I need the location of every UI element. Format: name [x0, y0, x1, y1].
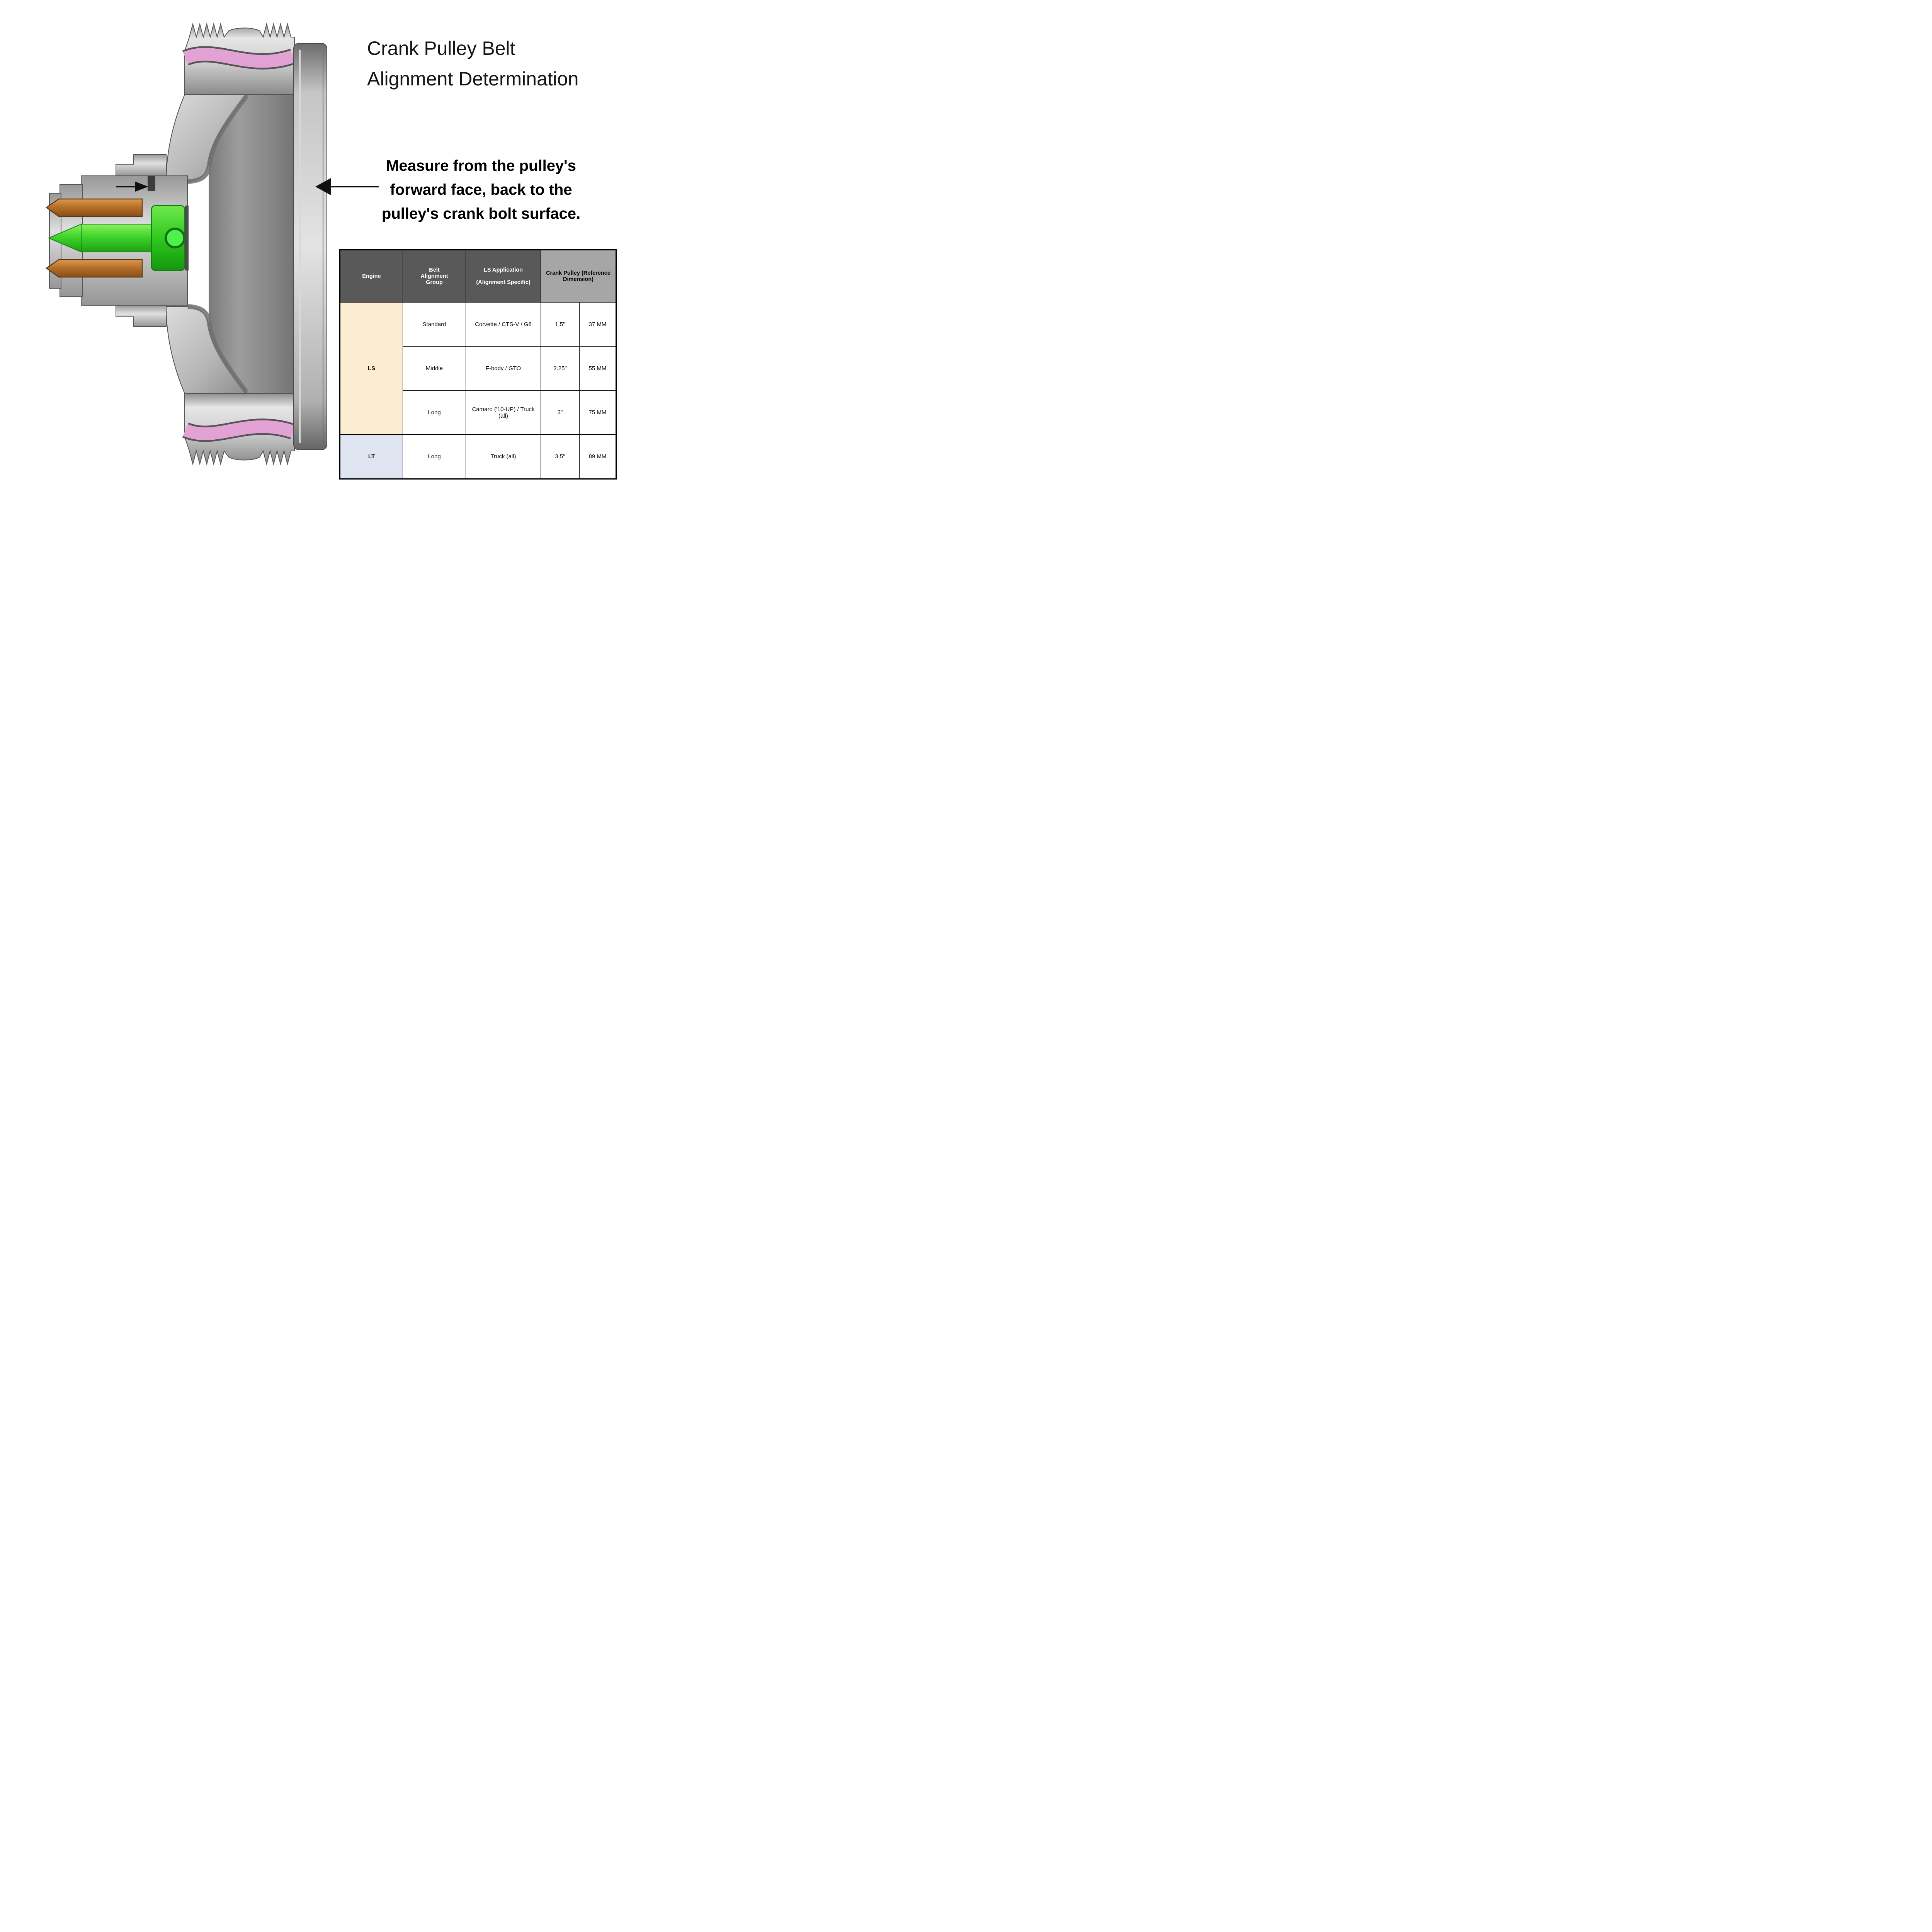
group-cell: Long [403, 390, 466, 435]
table-row: Middle F-body / GTO 2.25" 55 MM [340, 346, 616, 391]
crank-bolt-shaft [81, 224, 155, 252]
annotation-line-2: forward face, back to the [390, 181, 572, 198]
pulley-inner-cavity [209, 95, 294, 393]
header-crank-pulley-dimension: Crank Pulley (Reference Dimension) [541, 250, 616, 303]
inches-cell: 2.25" [541, 346, 580, 391]
table-row: LS Standard Corvette / CTS-V / G8 1.5" 3… [340, 302, 616, 435]
table-row: LT Long Truck (all) 3.5" 89 MM [340, 434, 616, 479]
inches-cell: 3.5" [541, 434, 580, 479]
mm-cell: 55 MM [579, 346, 616, 391]
pulley-forward-face [293, 43, 327, 450]
hub-upper-step [116, 154, 167, 176]
group-cell: Middle [403, 346, 466, 391]
upper-web-shadow [187, 94, 248, 184]
page-title-line-2: Alignment Determination [367, 68, 579, 90]
woodruff-key-bottom [45, 259, 143, 278]
woodruff-key-top [45, 198, 143, 217]
hub-lower-step [116, 305, 167, 327]
measurement-arrow-icon [315, 178, 331, 195]
crank-bolt-head [165, 228, 185, 248]
annotation-line-1: Measure from the pulley's [386, 157, 576, 174]
lower-web-shadow [187, 304, 248, 394]
engine-cell-lt: LT [340, 434, 403, 479]
measurement-annotation: Measure from the pulley's forward face, … [348, 154, 614, 226]
hub-face-gap [185, 206, 189, 270]
inches-cell: 3" [541, 390, 580, 435]
mm-cell: 89 MM [579, 434, 616, 479]
group-cell: Standard [403, 302, 466, 347]
table-row: Long Camaro ('10-UP) / Truck (all) 3" 75… [340, 390, 616, 435]
mm-cell: 37 MM [579, 302, 616, 347]
pulley-cross-section-diagram [45, 22, 379, 466]
group-cell: Long [403, 434, 466, 479]
alignment-spec-table: Engine Belt Alignment Group LS Applicati… [339, 249, 617, 480]
header-belt-alignment-group: Belt Alignment Group [403, 250, 466, 303]
application-cell: F-body / GTO [466, 346, 541, 391]
engine-cell-ls: LS [340, 302, 403, 435]
application-cell: Camaro ('10-UP) / Truck (all) [466, 390, 541, 435]
bolt-surface-arrow-icon [135, 182, 148, 192]
bottom-damper-ring [183, 420, 295, 440]
crank-bolt-surface-notch [148, 176, 155, 191]
page-title: Crank Pulley Belt Alignment Determinatio… [367, 33, 579, 94]
table-header-row: Engine Belt Alignment Group LS Applicati… [340, 250, 616, 303]
mm-cell: 75 MM [579, 390, 616, 435]
application-cell: Truck (all) [466, 434, 541, 479]
top-damper-ring [183, 48, 295, 68]
annotation-line-3: pulley's crank bolt surface. [381, 205, 581, 222]
page-title-line-1: Crank Pulley Belt [367, 37, 515, 59]
header-engine: Engine [340, 250, 403, 303]
application-cell: Corvette / CTS-V / G8 [466, 302, 541, 347]
header-ls-application: LS Application (Alignment Specific) [466, 250, 541, 303]
page: Crank Pulley Belt Alignment Determinatio… [0, 0, 638, 493]
inches-cell: 1.5" [541, 302, 580, 347]
